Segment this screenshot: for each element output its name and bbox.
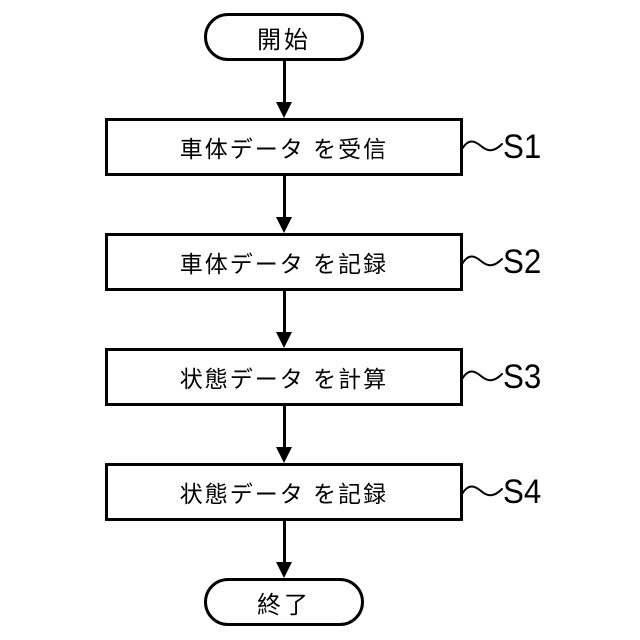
down-arrow: [276, 176, 292, 233]
tilde-connector-icon: [461, 485, 503, 497]
step-tag-s3: S3: [461, 357, 545, 397]
step-id-label: S3: [503, 358, 542, 396]
process-box-step-1: 車体データ を受信: [105, 118, 463, 176]
process-box-step-3: 状態データ を計算: [105, 348, 463, 406]
step-tag-s2: S2: [461, 242, 545, 282]
end-terminal: 終了: [204, 578, 364, 626]
arrow-shaft: [282, 61, 286, 104]
process-box-step-2: 車体データ を記録: [105, 233, 463, 291]
tilde-connector-icon: [461, 370, 503, 382]
process-box-step-4: 状態データ を記録: [105, 463, 463, 521]
end-terminal-label: 終了: [257, 591, 311, 619]
arrow-shaft: [282, 176, 286, 219]
arrowhead-icon: [276, 562, 292, 578]
arrow-shaft: [282, 406, 286, 449]
process-box-label: 状態データ を計算: [179, 366, 389, 392]
process-box-label: 車体データ を受信: [179, 136, 389, 162]
down-arrow: [276, 61, 292, 118]
process-box-label: 車体データ を記録: [179, 251, 389, 277]
start-terminal: 開始: [204, 13, 364, 61]
arrowhead-icon: [276, 447, 292, 463]
arrowhead-icon: [276, 102, 292, 118]
start-terminal-label: 開始: [257, 26, 311, 54]
arrow-shaft: [282, 291, 286, 334]
down-arrow: [276, 406, 292, 463]
down-arrow: [276, 521, 292, 578]
arrowhead-icon: [276, 332, 292, 348]
tilde-connector-icon: [461, 140, 503, 152]
process-box-label: 状態データ を記録: [179, 481, 389, 507]
step-tag-s1: S1: [461, 127, 545, 167]
step-id-label: S2: [503, 243, 542, 281]
step-id-label: S1: [503, 128, 542, 166]
down-arrow: [276, 291, 292, 348]
tilde-connector-icon: [461, 255, 503, 267]
step-tag-s4: S4: [461, 472, 545, 512]
arrow-shaft: [282, 521, 286, 564]
step-id-label: S4: [503, 473, 542, 511]
arrowhead-icon: [276, 217, 292, 233]
